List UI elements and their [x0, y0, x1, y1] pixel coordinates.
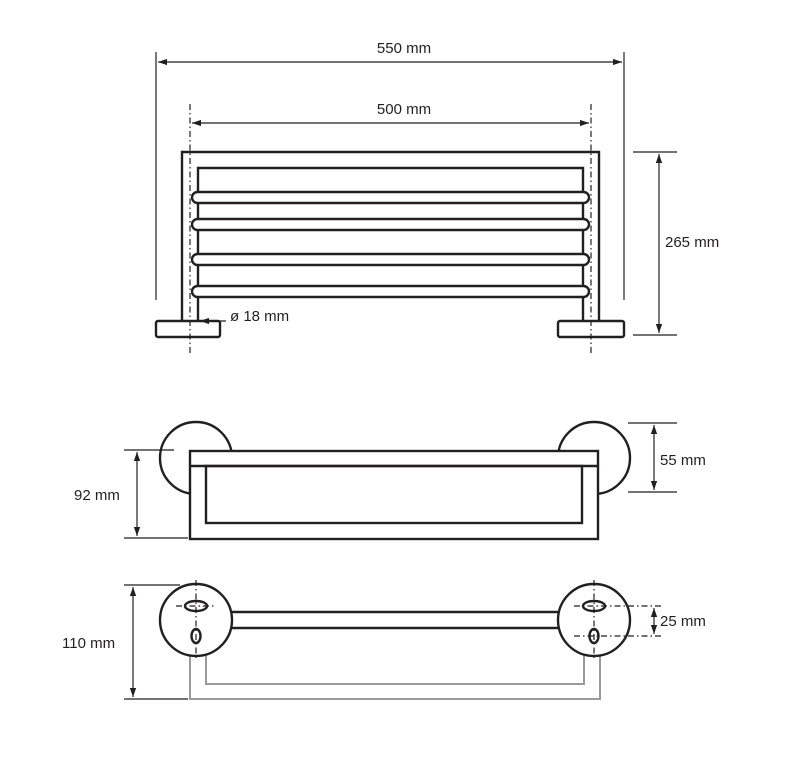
front-wall-plate-left [154, 319, 222, 339]
front-frame-inner [196, 166, 585, 324]
front-slat-1 [190, 190, 591, 205]
dimension-label-110: 110 mm [62, 635, 115, 652]
side-view: 92 mm 55 mm [74, 420, 706, 541]
dimension-label-18: ø 18 mm [230, 308, 289, 325]
dimension-label-500: 500 mm [377, 101, 431, 118]
bottom-hidden-frame-inner [205, 640, 585, 685]
front-slat-4 [190, 284, 591, 299]
front-frame-outer [180, 150, 601, 324]
side-shelf-frame [188, 449, 600, 541]
bottom-view: 110 mm 25 mm [62, 580, 706, 700]
dimension-label-265: 265 mm [665, 234, 719, 251]
front-slat-3 [190, 252, 591, 267]
front-view: 550 mm 500 mm 265 mm ø 18 mm [154, 40, 719, 356]
front-slat-2 [190, 217, 591, 232]
bottom-bar [222, 610, 568, 630]
dimension-label-92: 92 mm [74, 487, 120, 504]
dimension-label-550: 550 mm [377, 40, 431, 57]
dimension-label-25: 25 mm [660, 613, 706, 630]
bottom-hidden-frame-outer [189, 640, 601, 700]
dimension-label-55: 55 mm [660, 452, 706, 469]
